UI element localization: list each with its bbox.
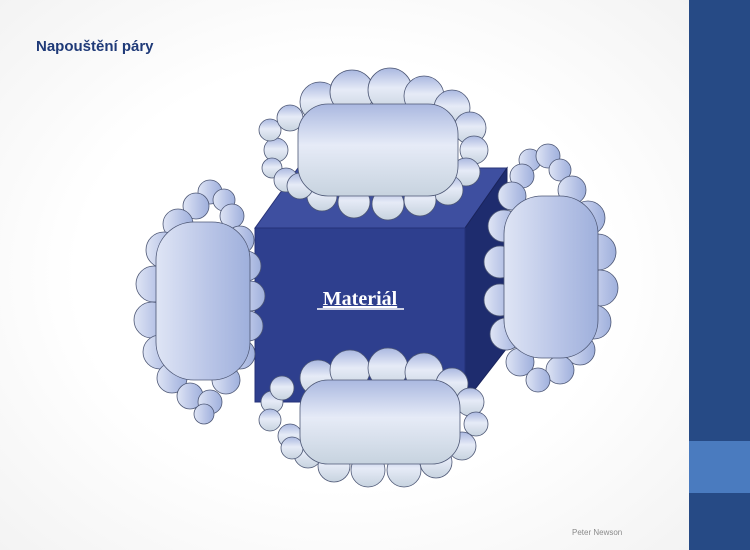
cube-label: Materiál	[323, 288, 398, 310]
diagram: Materiál	[0, 0, 689, 550]
sidebar-accent-band	[689, 441, 750, 493]
cloud-top	[259, 68, 488, 220]
footer-author: Peter Newson	[572, 528, 622, 537]
cloud-left	[134, 180, 265, 424]
